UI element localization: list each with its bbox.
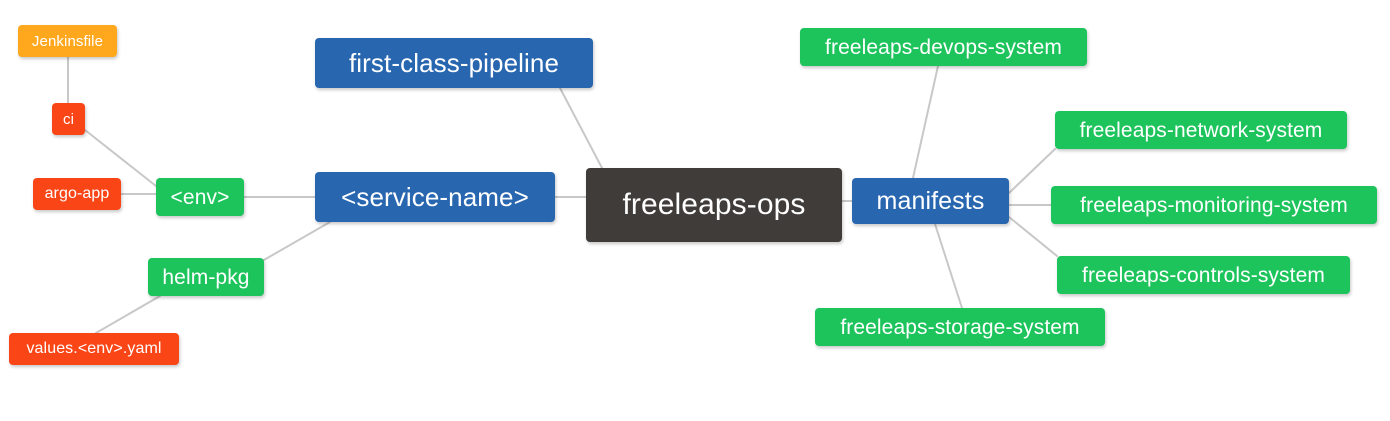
mindmap-edge bbox=[1008, 148, 1056, 194]
mindmap-node-values-env-yaml[interactable]: values.<env>.yaml bbox=[9, 333, 179, 365]
mindmap-node-freeleaps-ops[interactable]: freeleaps-ops bbox=[586, 168, 842, 242]
mindmap-node-service-name[interactable]: <service-name> bbox=[315, 172, 555, 222]
mindmap-node-argo-app[interactable]: argo-app bbox=[33, 178, 121, 210]
mindmap-node-freeleaps-monitoring-system[interactable]: freeleaps-monitoring-system bbox=[1051, 186, 1377, 224]
mindmap-node-freeleaps-devops-system[interactable]: freeleaps-devops-system bbox=[800, 28, 1087, 66]
mindmap-node-helm-pkg[interactable]: helm-pkg bbox=[148, 258, 264, 296]
mindmap-node-env[interactable]: <env> bbox=[156, 178, 244, 216]
mindmap-node-freeleaps-controls-system[interactable]: freeleaps-controls-system bbox=[1057, 256, 1350, 294]
mindmap-node-freeleaps-network-system[interactable]: freeleaps-network-system bbox=[1055, 111, 1347, 149]
mindmap-node-jenkinsfile[interactable]: Jenkinsfile bbox=[18, 25, 117, 57]
mindmap-edge bbox=[84, 129, 157, 187]
mindmap-node-manifests[interactable]: manifests bbox=[852, 178, 1009, 224]
mindmap-node-first-class-pipeline[interactable]: first-class-pipeline bbox=[315, 38, 593, 88]
mindmap-edge bbox=[912, 65, 939, 179]
mindmap-node-ci[interactable]: ci bbox=[52, 103, 85, 135]
mindmap-edge bbox=[1008, 216, 1058, 257]
mindmap-edge bbox=[95, 295, 161, 334]
mindmap-edge bbox=[559, 87, 603, 169]
mindmap-node-freeleaps-storage-system[interactable]: freeleaps-storage-system bbox=[815, 308, 1105, 346]
mindmap-edge bbox=[934, 223, 963, 309]
